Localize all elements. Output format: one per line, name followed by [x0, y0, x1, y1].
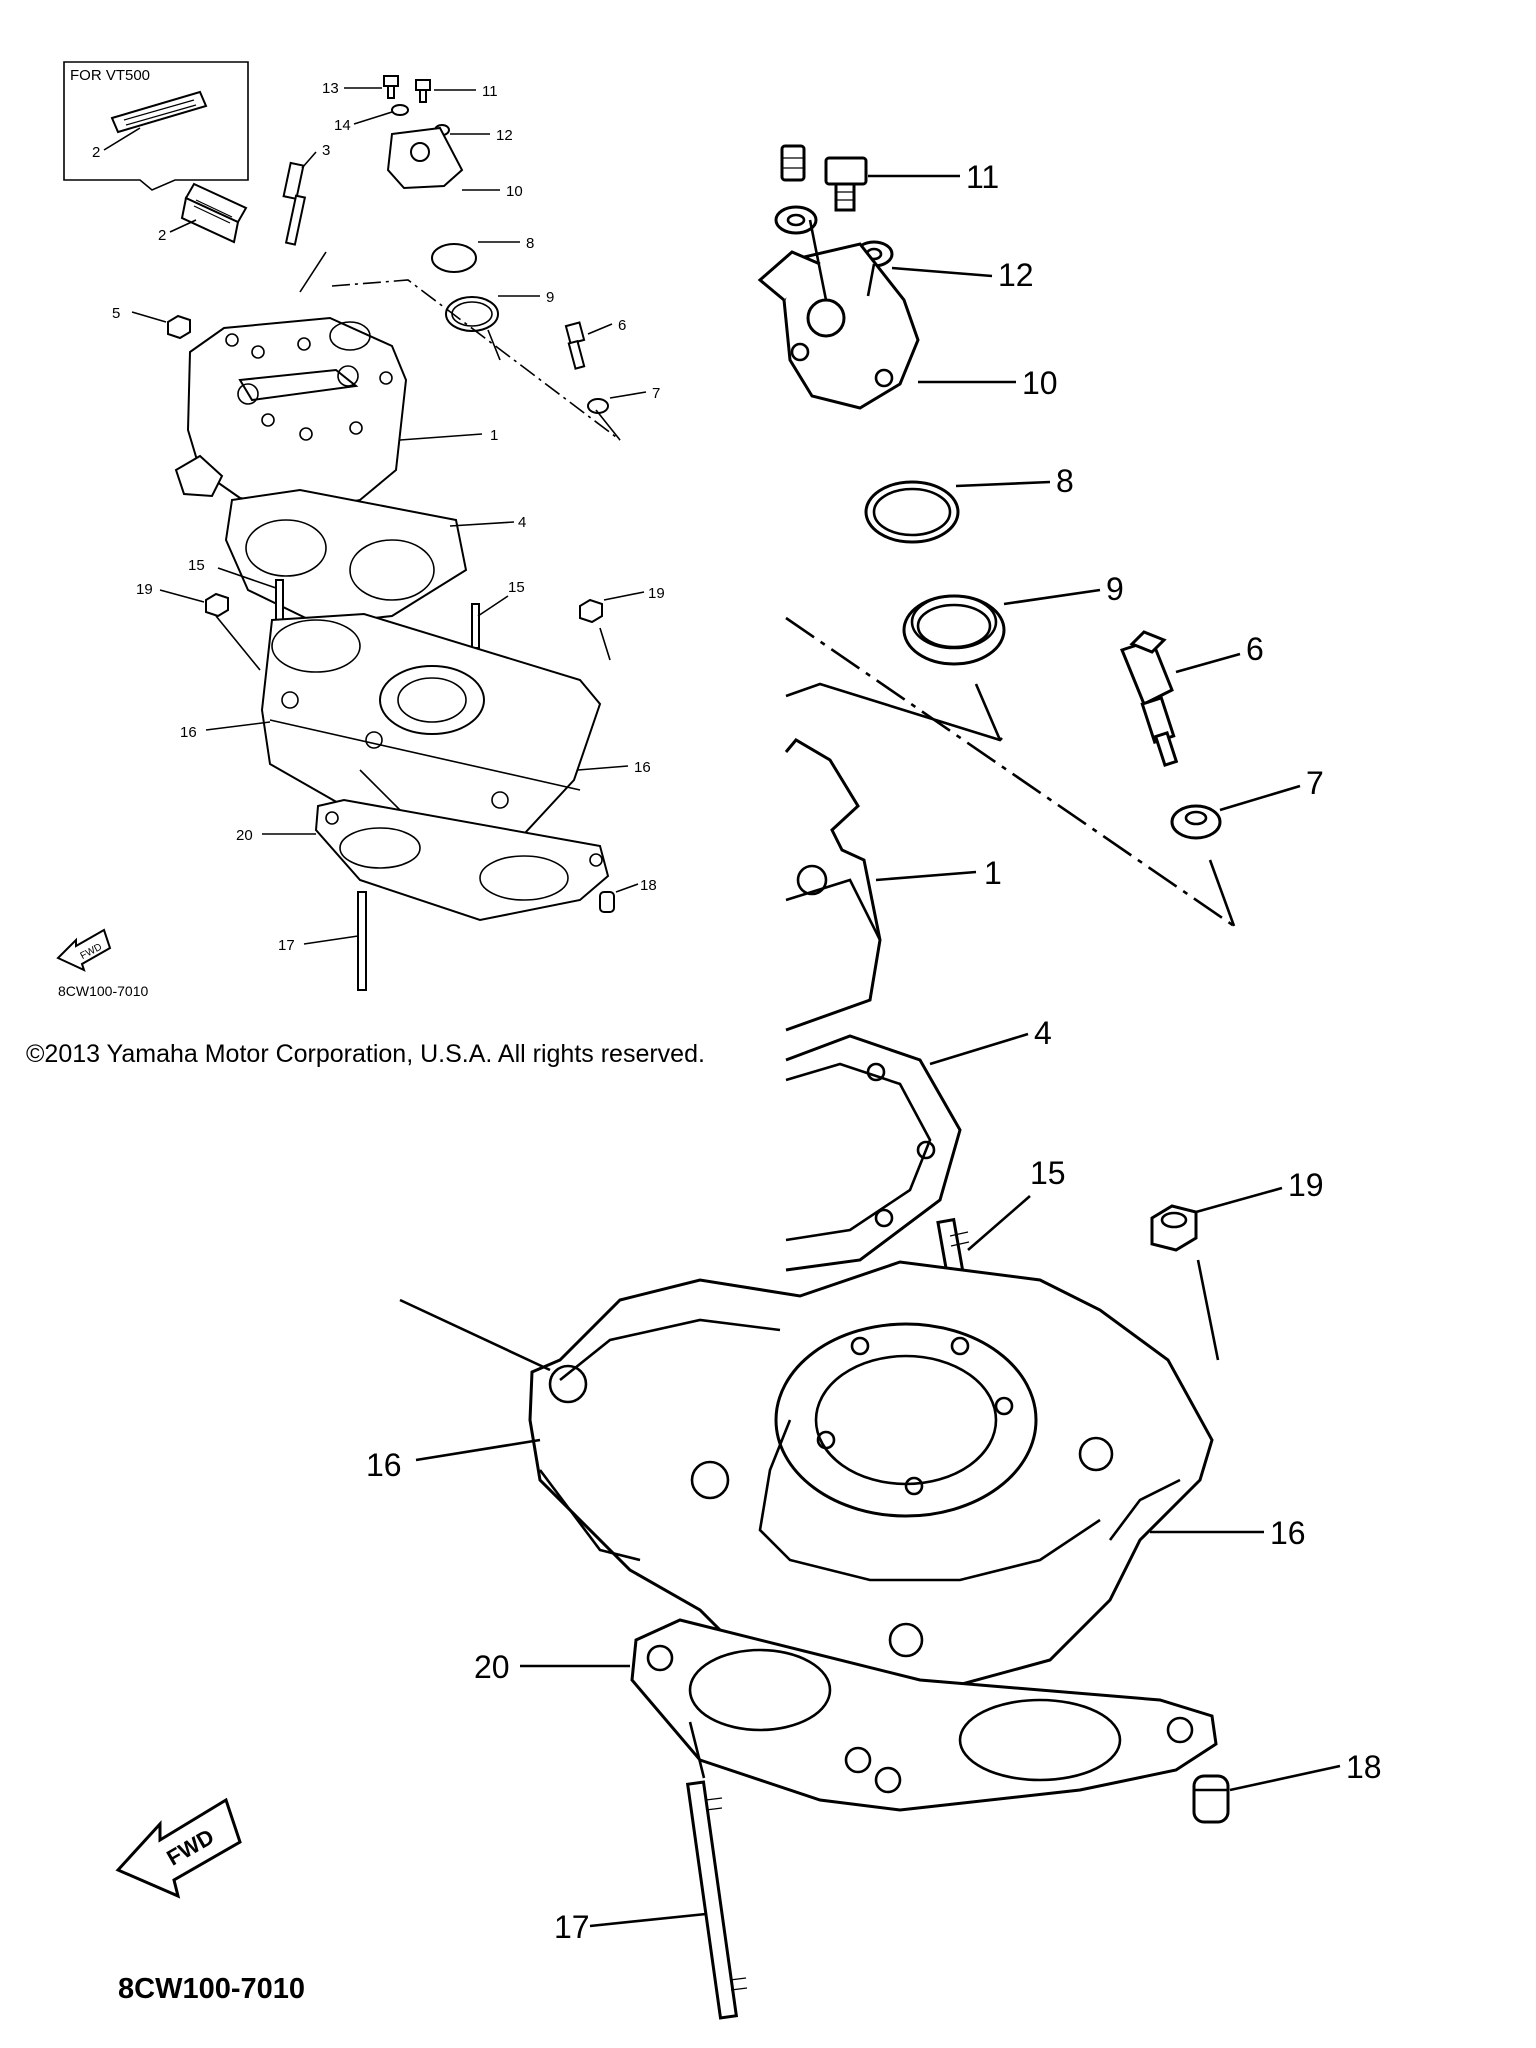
callout-4: 4 [518, 514, 526, 531]
callout-16-right: 16 [634, 759, 651, 776]
part-15-stud-left: 15 [188, 557, 284, 625]
part-11-bolt-large: 11 [824, 156, 999, 212]
callout-7-large: 7 [1306, 765, 1324, 801]
part-20-base-gasket: 20 [236, 798, 610, 922]
part-19-nut-left: 19 [136, 581, 261, 671]
part-2-decal: 2 [158, 182, 248, 244]
detail-diagram: 11 12 10 [115, 144, 1382, 2020]
callout-2: 2 [158, 227, 166, 244]
callout-19-left: 19 [136, 581, 153, 598]
part-6-temperature-sensor-large: 6 [1120, 630, 1264, 768]
part-19-nut-large: 19 [1150, 1167, 1324, 1361]
callout-15-large: 15 [1030, 1155, 1066, 1191]
inset-label: FOR VT500 [70, 67, 150, 84]
callout-15-right: 15 [508, 579, 525, 596]
callout-5: 5 [112, 305, 120, 322]
part-13-bolt-large [780, 144, 806, 182]
diagram-code-large: 8CW100-7010 [118, 1973, 305, 2005]
part-7-washer-large: 7 [1170, 765, 1324, 840]
fwd-arrow-icon-large: FWD [115, 1797, 242, 1899]
part-9-gasket: 9 [445, 289, 554, 332]
part-3-spark-plug: 3 [282, 142, 330, 293]
callout-7: 7 [652, 385, 660, 402]
callout-16-left-large: 16 [366, 1447, 402, 1483]
part-8-o-ring-large: 8 [864, 463, 1074, 544]
part-1-cylinder-head-large: 1 [784, 738, 1002, 1032]
part-17-stud-large: 17 [554, 1721, 748, 2020]
callout-18: 18 [640, 877, 657, 894]
part-14-washer-large [774, 205, 818, 235]
callout-6: 6 [618, 317, 626, 334]
callout-8-large: 8 [1056, 463, 1074, 499]
callout-12: 12 [496, 127, 513, 144]
callout-10: 10 [506, 183, 523, 200]
callout-20: 20 [236, 827, 253, 844]
part-16-cylinders: 16 16 [180, 612, 651, 861]
overview-diagram: FOR VT500 2 2 3 [56, 61, 665, 999]
part-19-nut-right: 19 [579, 585, 665, 661]
inset-box-vt500: FOR VT500 2 [63, 61, 249, 191]
callout-18-large: 18 [1346, 1749, 1382, 1785]
callout-3: 3 [322, 142, 330, 159]
callout-9: 9 [546, 289, 554, 306]
copyright-notice: ©2013 Yamaha Motor Corporation, U.S.A. A… [26, 1040, 705, 1068]
part-18-dowel: 18 [599, 877, 657, 913]
callout-13: 13 [322, 80, 339, 97]
callout-2-inset: 2 [92, 144, 100, 161]
part-9-gasket-large: 9 [902, 571, 1124, 666]
part-10-thermostat-cover: 10 [386, 126, 523, 200]
callout-8: 8 [526, 235, 534, 252]
diagram-code-small: 8CW100-7010 [58, 983, 148, 999]
part-8-o-ring: 8 [431, 235, 534, 273]
part-16-cylinders-large: 16 16 [366, 1260, 1306, 1692]
part-7-washer: 7 [587, 385, 660, 414]
callout-1: 1 [490, 427, 498, 444]
callout-11: 11 [482, 83, 498, 100]
callout-14: 14 [334, 117, 351, 134]
callout-19-right: 19 [648, 585, 665, 602]
callout-16-right-large: 16 [1270, 1515, 1306, 1551]
callout-15-left: 15 [188, 557, 205, 574]
decal-emblem-inset [110, 90, 208, 134]
callout-1-large: 1 [984, 855, 1002, 891]
part-4-head-gasket: 4 [224, 488, 526, 626]
fwd-arrow-icon: FWD [56, 928, 112, 972]
part-18-dowel-large: 18 [1192, 1749, 1382, 1824]
part-14-washer: 14 [334, 104, 409, 134]
part-4-head-gasket-large: 4 [785, 1015, 1052, 1272]
callout-9-large: 9 [1106, 571, 1124, 607]
part-20-base-gasket-large: 20 [474, 1618, 1218, 1812]
part-6-temperature-sensor: 6 [564, 317, 626, 370]
part-17-stud: 17 [278, 891, 367, 991]
callout-16-left: 16 [180, 724, 197, 741]
callout-17: 17 [278, 937, 295, 954]
callout-12-large: 12 [998, 257, 1034, 293]
part-5-nut: 5 [112, 305, 191, 340]
callout-11-large: 11 [966, 159, 999, 195]
callout-10-large: 10 [1022, 365, 1058, 401]
part-11-bolt: 11 [415, 79, 498, 103]
callout-19-large: 19 [1288, 1167, 1324, 1203]
part-1-cylinder-head: 1 [174, 316, 498, 512]
part-15-stud-right: 15 [471, 579, 525, 649]
callout-4-large: 4 [1034, 1015, 1052, 1051]
callout-17-large: 17 [554, 1909, 590, 1945]
callout-6-large: 6 [1246, 631, 1264, 667]
callout-20-large: 20 [474, 1649, 510, 1685]
part-13-bolt: 13 [322, 75, 399, 99]
part-10-thermostat-cover-large: 10 [757, 219, 1058, 410]
